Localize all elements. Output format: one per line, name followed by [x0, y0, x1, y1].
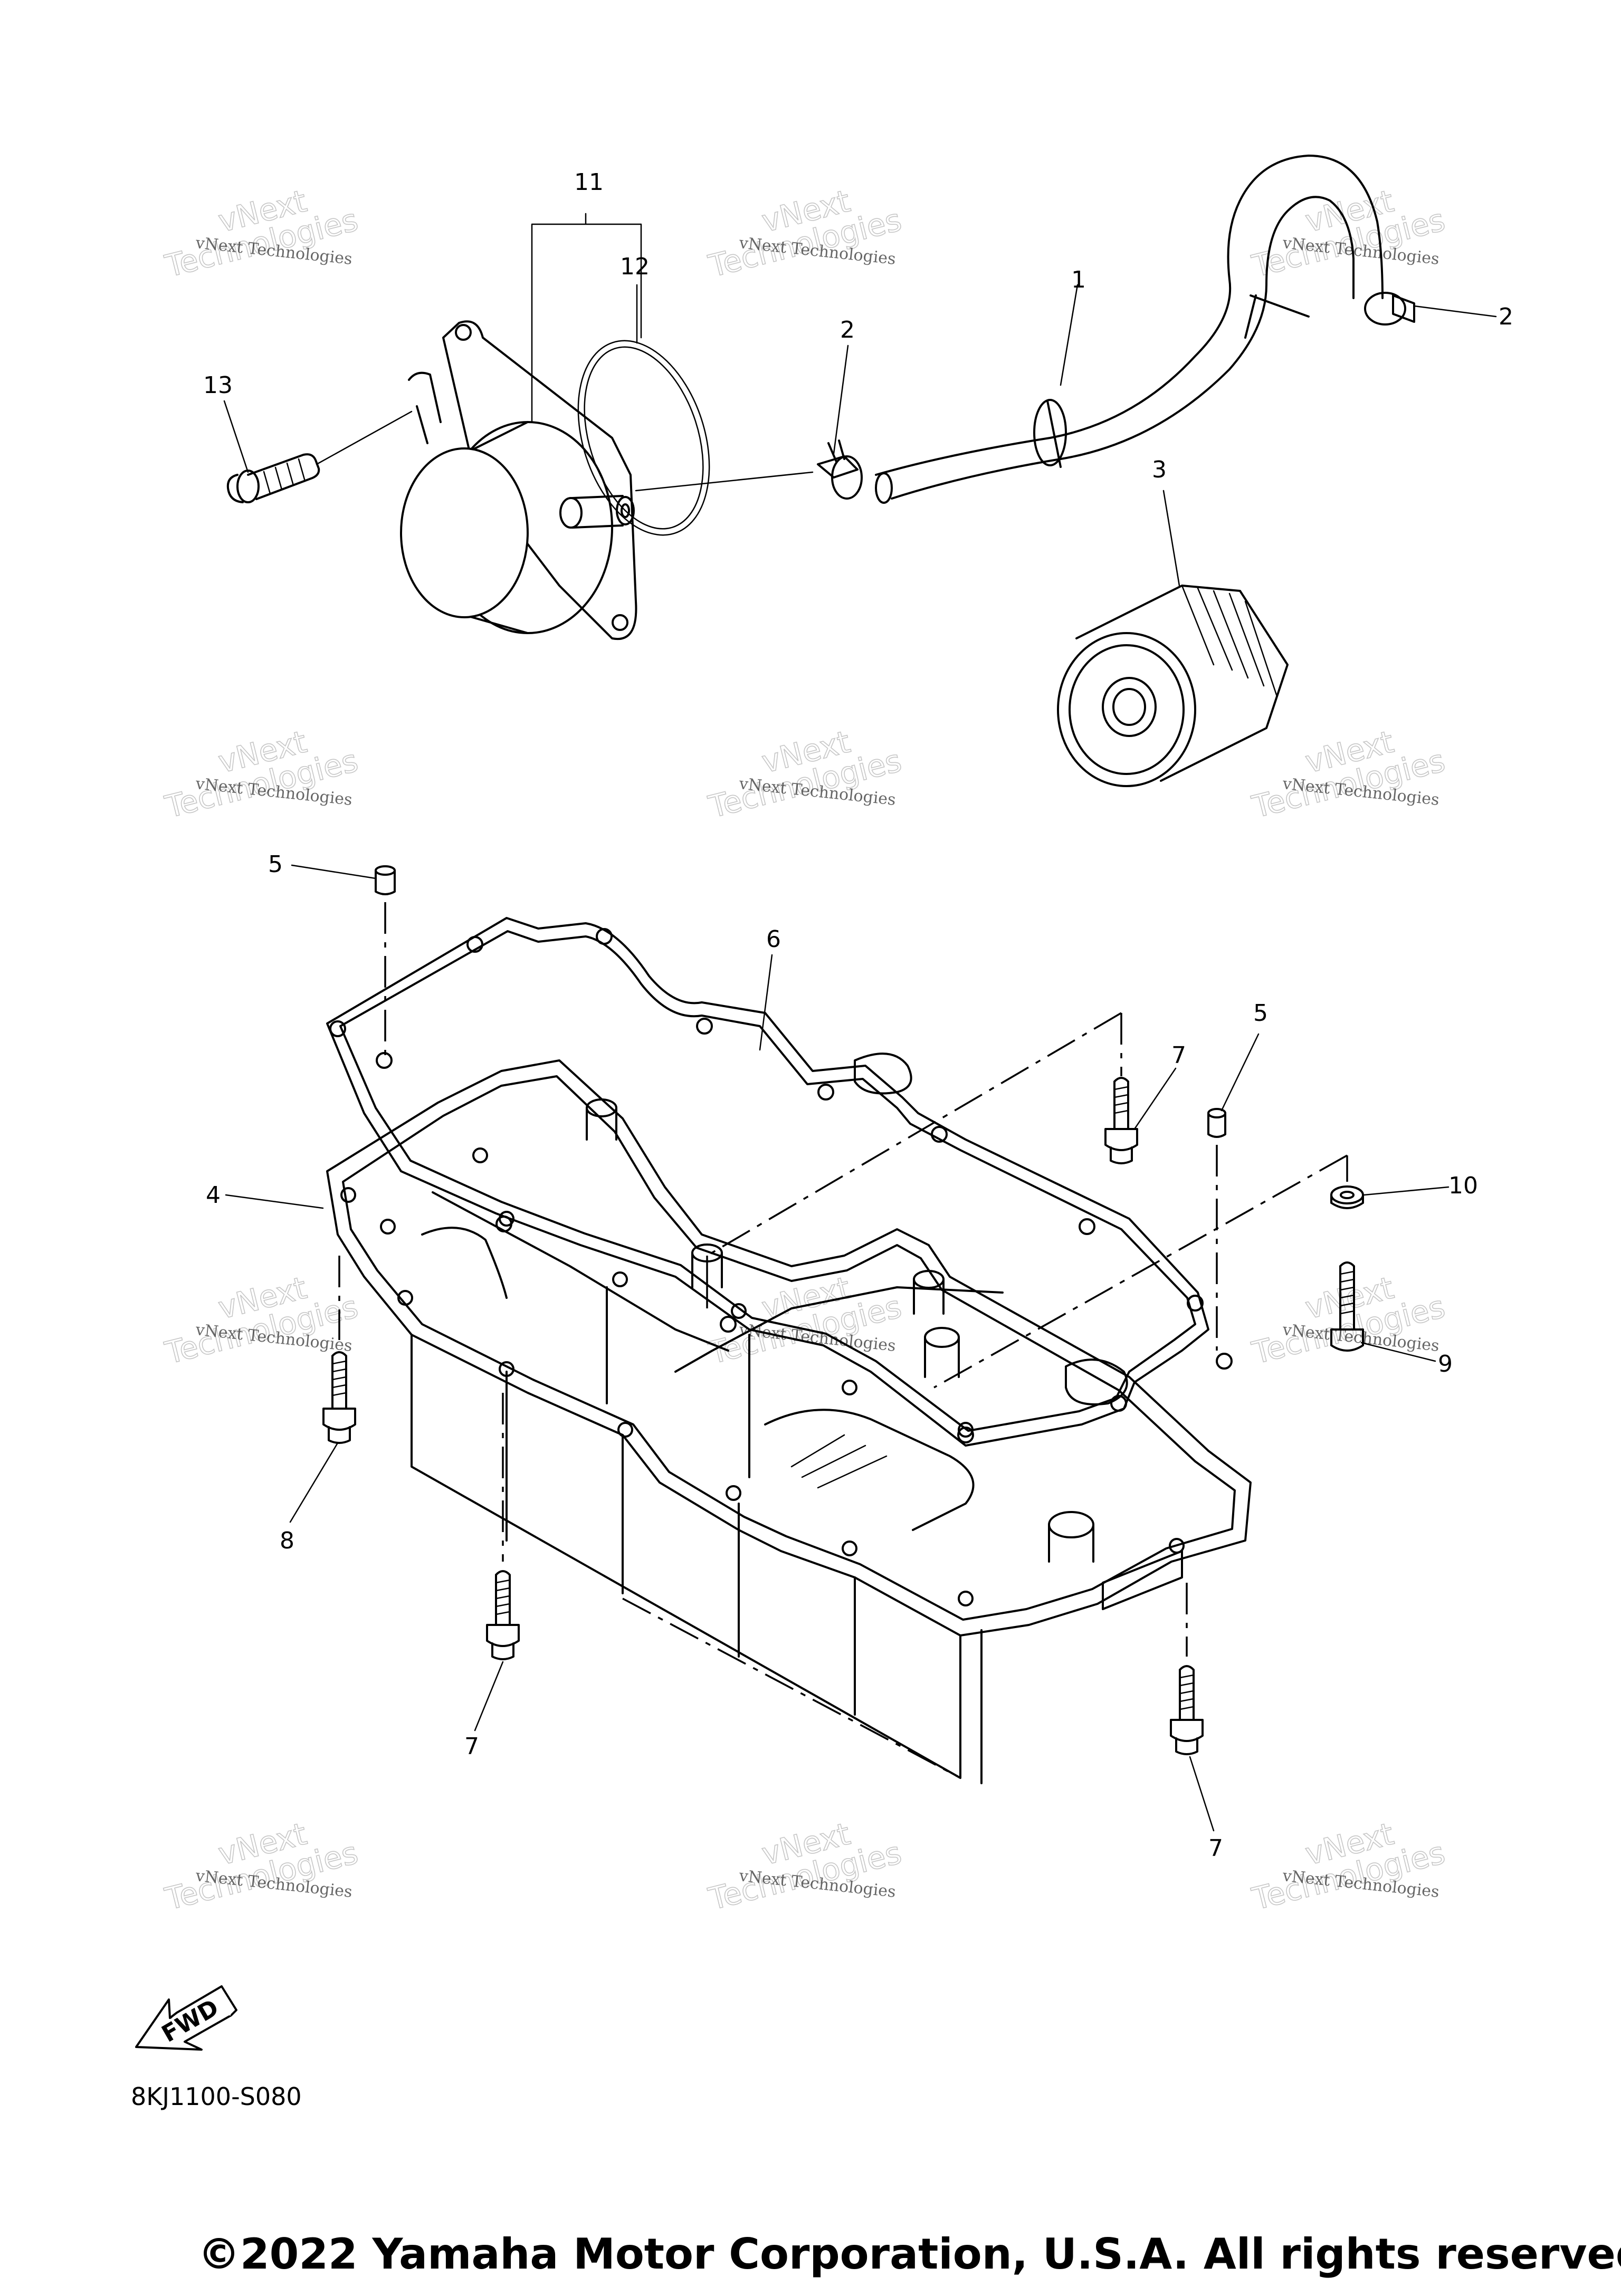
watermark: Technologies vNext vNext Technologies	[704, 1815, 905, 1918]
copyright-notice: ©2022 Yamaha Motor Corporation, U.S.A. A…	[198, 2230, 1621, 2279]
watermark: Technologies vNext vNext Technologies	[1248, 183, 1449, 285]
callout-9: 9	[1438, 1351, 1453, 1377]
hose-clamp-part-2-left	[817, 439, 863, 500]
oil-cooler-part-11	[400, 320, 637, 640]
dowel-pin-part-5-left	[375, 865, 396, 895]
watermark: Technologies vNext vNext Technologies	[704, 723, 905, 826]
leader-lines	[223, 213, 1497, 1832]
callout-1: 1	[1071, 266, 1086, 293]
callout-2-left: 2	[840, 317, 855, 343]
oil-pan-part-4	[326, 1059, 1252, 1784]
watermark: Technologies vNext vNext Technologies	[1248, 1269, 1449, 1372]
callout-11: 11	[574, 169, 604, 196]
callouts: 11 12 13 2 1 2 3 5 6 5 7 4 10 9 8 7 7	[203, 169, 1513, 1862]
bolt-part-8	[322, 1351, 356, 1444]
assembly-lines	[316, 410, 1348, 1779]
callout-5-right: 5	[1253, 1000, 1268, 1027]
watermark: Technologies vNext vNext Technologies	[1248, 723, 1449, 826]
gasket-part-6	[326, 917, 1233, 1447]
dowel-pin-part-5-right	[1207, 1108, 1226, 1138]
drawing-code: 8KJ1100-S080	[131, 2082, 302, 2111]
watermark: Technologies vNext vNext Technologies	[161, 1815, 362, 1918]
bolt-part-13	[226, 453, 320, 503]
callout-10: 10	[1448, 1172, 1478, 1199]
callout-7-lower-right: 7	[1208, 1835, 1223, 1862]
o-ring-part-12	[577, 340, 710, 536]
callout-12: 12	[620, 253, 650, 280]
bolt-part-7-lower-right	[1170, 1665, 1204, 1755]
callout-7-lower-left: 7	[464, 1733, 479, 1760]
watermark: Technologies vNext vNext Technologies	[161, 183, 362, 285]
fwd-arrow-icon: FWD	[135, 1985, 237, 2051]
watermark: Technologies vNext vNext Technologies	[704, 183, 905, 285]
oil-hose-part-1	[875, 155, 1384, 504]
watermark: Technologies vNext vNext Technologies	[161, 723, 362, 826]
callout-13: 13	[203, 372, 233, 399]
oil-filter-part-3	[1057, 585, 1289, 787]
callout-7-upper: 7	[1171, 1042, 1186, 1069]
drain-bolt-part-9	[1330, 1261, 1364, 1352]
bolt-part-7-lower-left	[486, 1570, 520, 1660]
callout-3: 3	[1152, 456, 1167, 483]
hose-clamp-part-2-right	[1364, 292, 1415, 326]
washer-part-10	[1330, 1185, 1364, 1209]
callout-4: 4	[206, 1182, 221, 1209]
callout-6: 6	[766, 926, 781, 953]
callout-5-left: 5	[268, 851, 283, 878]
callout-2-right: 2	[1499, 303, 1513, 330]
watermark: Technologies vNext vNext Technologies	[1248, 1815, 1449, 1918]
bolt-part-7-upper	[1104, 1077, 1138, 1164]
callout-8: 8	[280, 1527, 294, 1554]
